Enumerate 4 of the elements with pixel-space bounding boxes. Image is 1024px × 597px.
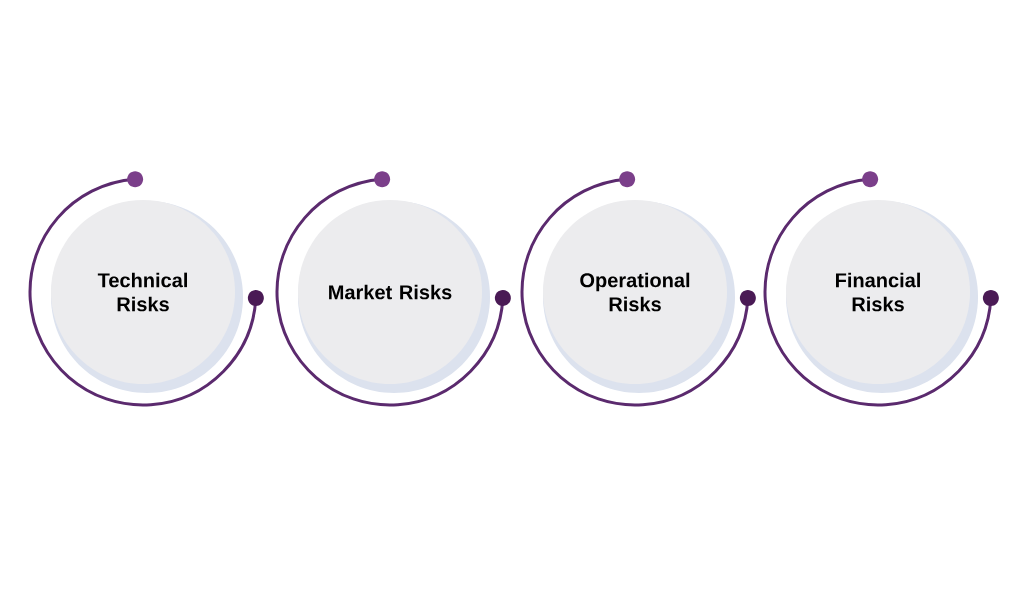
circle-node: Technical Risks: [51, 200, 243, 393]
circle-node: Market Risks: [298, 200, 490, 393]
circle-node: Operational Risks: [543, 200, 735, 393]
circle-node: Financial Risks: [786, 200, 978, 393]
